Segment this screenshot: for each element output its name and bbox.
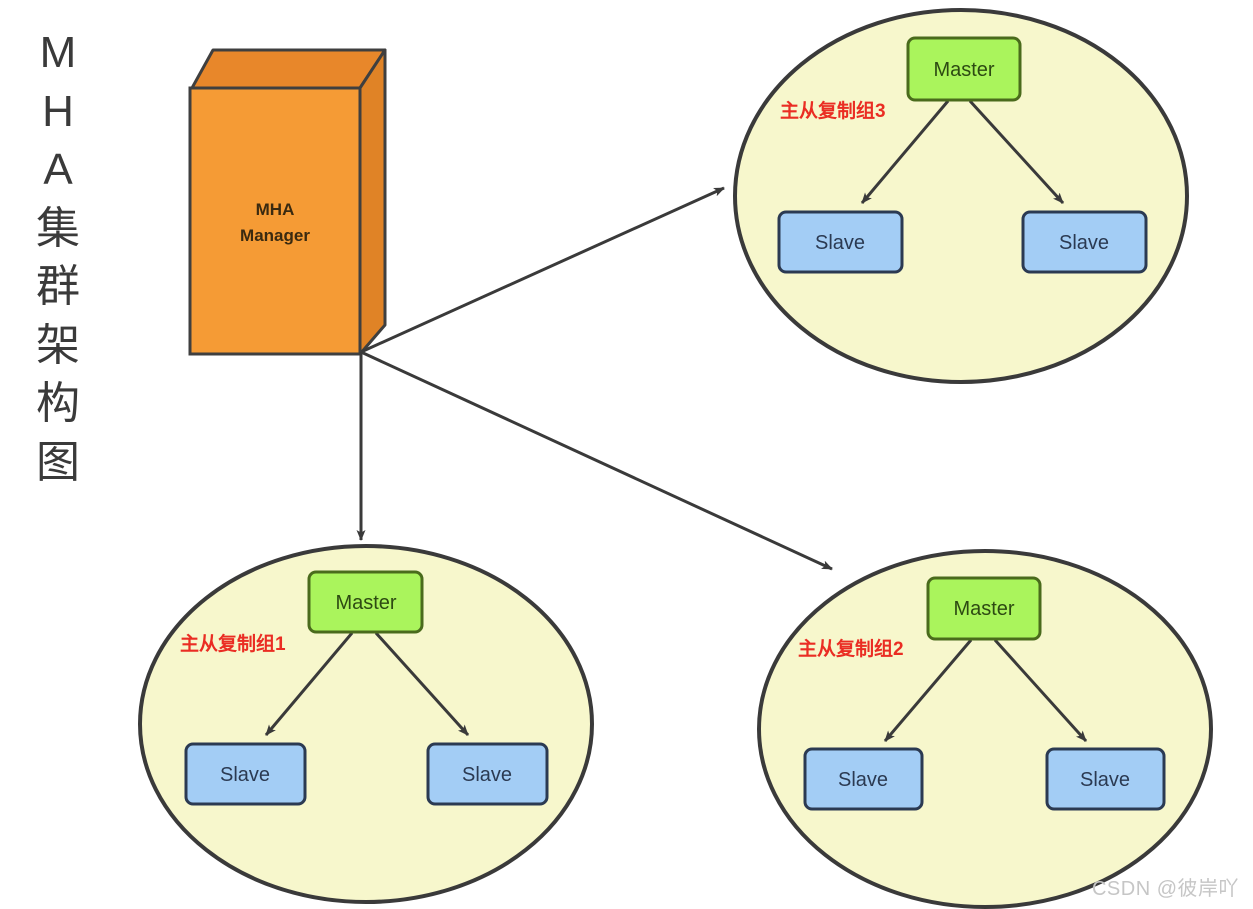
group1-tag-label: 主从复制组1 — [180, 632, 286, 655]
group2-slave-label-left: Slave — [838, 769, 888, 791]
group1-arrow-master-to-slave-left — [264, 632, 354, 736]
group2-slave-node-left[interactable] — [803, 747, 924, 811]
group2-master-node[interactable] — [926, 576, 1042, 641]
group1-slave-label-left: Slave — [220, 764, 270, 786]
csdn-watermark: CSDN @彼岸吖 — [1091, 878, 1239, 900]
replication-group-3[interactable]: 主从复制组3 Master Slave Slave — [733, 8, 1189, 384]
group3-slave-label-right: Slave — [1059, 232, 1109, 254]
group1-slave-node-left[interactable] — [184, 742, 307, 806]
title-char-2: A — [43, 145, 73, 195]
group2-slave-node-right[interactable] — [1045, 747, 1166, 811]
arrow-manager-to-group3 — [360, 186, 725, 354]
mha-manager-box[interactable]: MHA Manager — [188, 48, 387, 356]
group1-ellipse — [138, 544, 594, 904]
group3-master-label: Master — [933, 59, 994, 81]
title-char-3: 集 — [36, 203, 80, 253]
mha-box-side-face — [358, 48, 387, 356]
title-char-7: 图 — [36, 437, 80, 487]
group2-arrow-master-to-slave-right — [993, 638, 1088, 743]
group3-master-node[interactable] — [906, 36, 1022, 102]
mha-box-front-face — [188, 86, 362, 356]
group2-ellipse — [757, 549, 1213, 909]
group3-arrow-master-to-slave-right — [968, 99, 1065, 205]
group3-ellipse — [733, 8, 1189, 384]
mha-manager-label-line2: Manager — [240, 226, 310, 245]
group1-master-label: Master — [335, 592, 396, 614]
title-char-6: 构 — [36, 379, 80, 429]
group1-master-node[interactable] — [307, 570, 424, 634]
group3-slave-label-left: Slave — [815, 232, 865, 254]
replication-group-1[interactable]: 主从复制组1 Master Slave Slave — [138, 544, 594, 904]
title-char-0: M — [39, 28, 77, 77]
title-char-4: 群 — [36, 262, 80, 312]
replication-group-2[interactable]: 主从复制组2 Master Slave Slave — [757, 549, 1213, 909]
group3-slave-node-left[interactable] — [777, 210, 904, 274]
title-char-1: H — [42, 86, 74, 136]
manager-connectors — [356, 186, 833, 571]
group2-tag-label: 主从复制组2 — [798, 637, 904, 660]
group2-slave-label-right: Slave — [1080, 769, 1130, 791]
title-char-5: 架 — [36, 320, 80, 370]
group2-master-label: Master — [953, 598, 1014, 620]
group3-slave-node-right[interactable] — [1021, 210, 1148, 274]
group1-slave-node-right[interactable] — [426, 742, 549, 806]
group3-tag-label: 主从复制组3 — [780, 99, 886, 122]
arrow-manager-to-group2 — [360, 350, 833, 571]
group3-arrow-master-to-slave-left — [860, 100, 950, 204]
group2-arrow-master-to-slave-left — [883, 639, 973, 742]
page-title: M H A 集 群 架 构 图 — [22, 24, 94, 492]
group1-slave-label-right: Slave — [462, 764, 512, 786]
group1-arrow-master-to-slave-right — [374, 631, 470, 737]
mha-manager-label-line1: MHA — [256, 200, 295, 219]
mha-box-top-face — [190, 48, 387, 90]
